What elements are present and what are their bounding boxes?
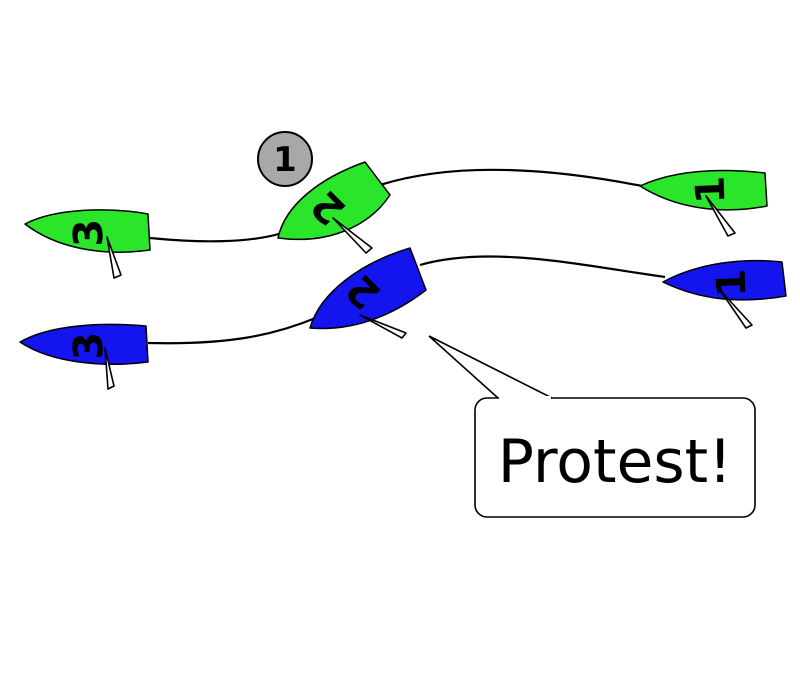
blue-boat-hull — [662, 259, 787, 301]
protest-callout: Protest! — [428, 335, 756, 518]
blue-boat-sail — [104, 347, 115, 390]
callout-pointer — [428, 335, 553, 399]
blue-boat-position-3: 3 — [19, 323, 149, 390]
callout-box — [474, 397, 756, 518]
rounding-mark: 1 — [257, 131, 313, 187]
green-boat-hull — [277, 161, 391, 241]
blue-boat-number: 3 — [66, 331, 113, 360]
green-boat-hull — [639, 169, 768, 211]
green-boat-sail — [705, 195, 736, 237]
green-boat-number: 3 — [66, 218, 113, 247]
green-boat-position-1: 1 — [639, 169, 768, 237]
green-boat-hull — [24, 209, 151, 253]
blue-boat-position-2: 2 — [309, 247, 427, 339]
blue-boat-sail — [719, 289, 753, 329]
green-boat-sail — [106, 236, 122, 279]
blue-boat-number: 1 — [709, 268, 756, 297]
blue-boat-hull — [19, 323, 149, 365]
mark-number: 1 — [273, 140, 297, 180]
green-boat-sail — [332, 217, 373, 254]
blue-boat-position-1: 1 — [662, 259, 787, 329]
green-boat-number: 1 — [688, 175, 735, 204]
green-boat-track — [149, 168, 643, 243]
callout-text: Protest! — [498, 427, 732, 497]
green-boat-position-3: 3 — [24, 209, 151, 279]
blue-boat-hull — [309, 247, 427, 330]
blue-boat-track — [147, 255, 666, 345]
blue-boat-sail — [359, 314, 407, 339]
green-boat-position-2: 2 — [277, 161, 391, 254]
